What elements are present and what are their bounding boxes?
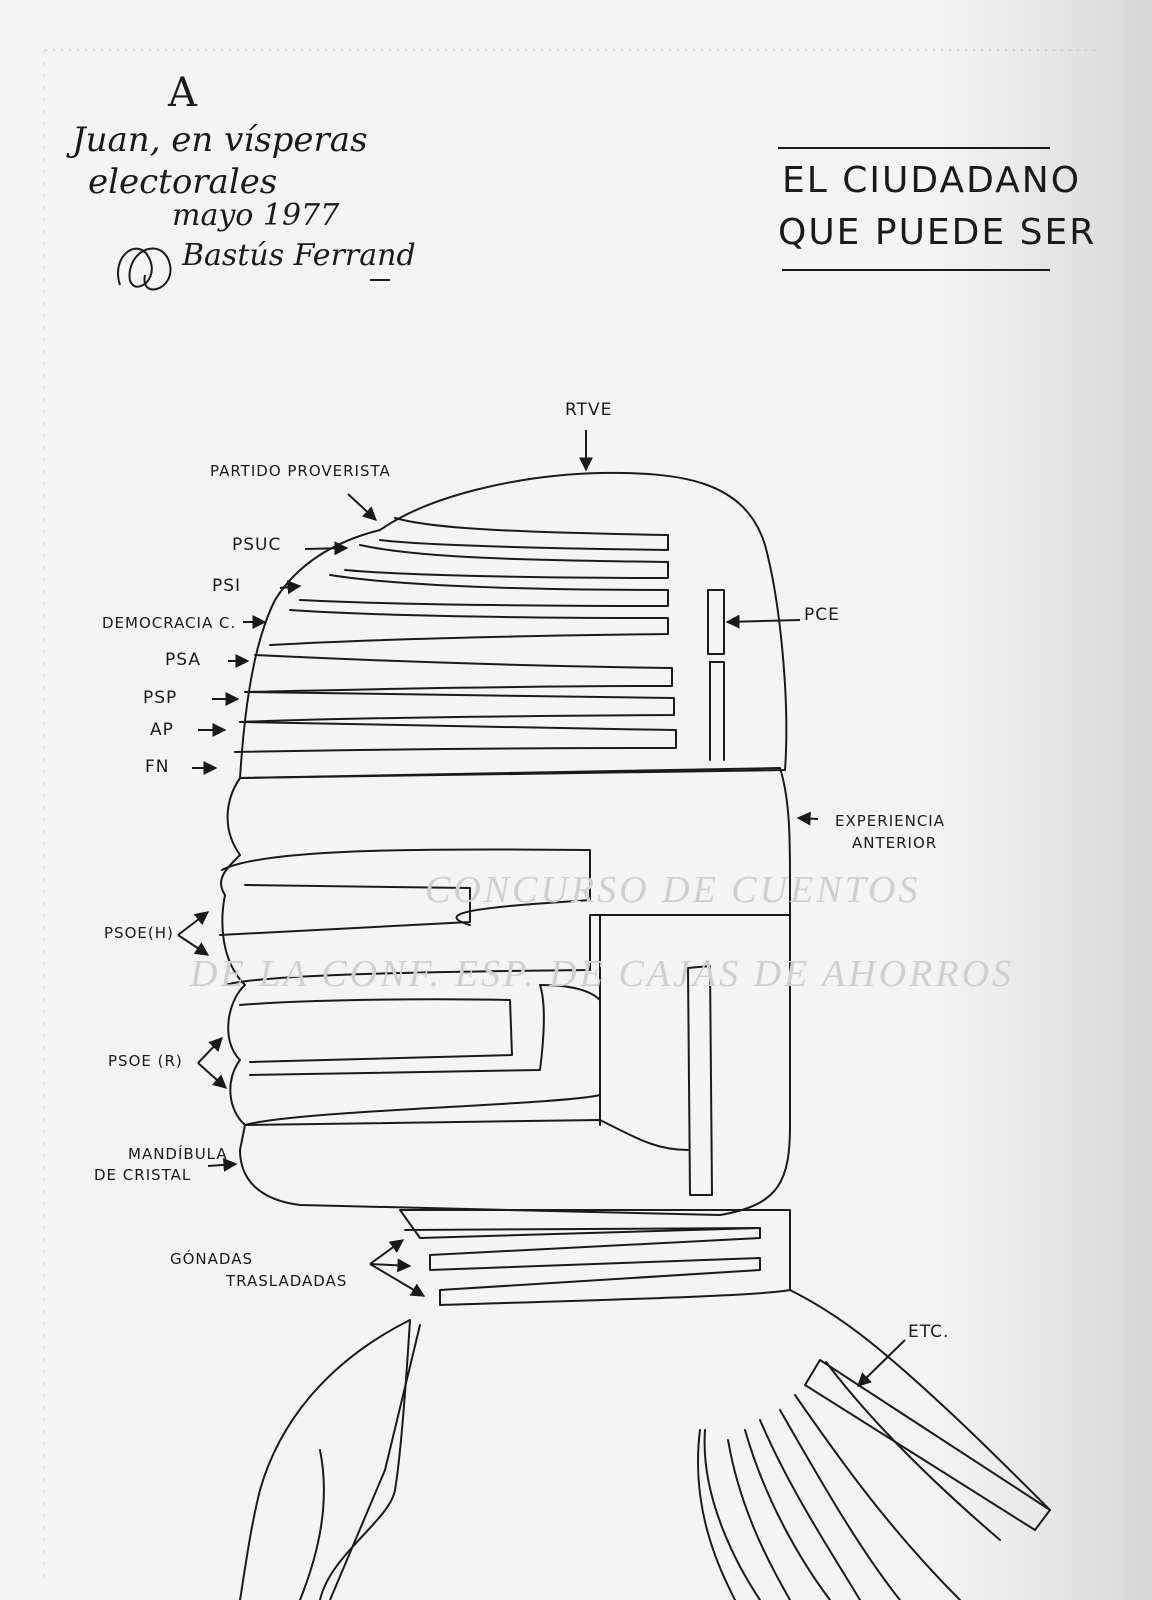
slat-7: [235, 722, 676, 752]
slat-6: [240, 692, 674, 722]
label-psa: PSA: [165, 650, 201, 670]
watermark-line1: CONCURSO DE CUENTOS: [425, 868, 920, 912]
fringe-7: [705, 1430, 760, 1600]
label-democracia-c: DEMOCRACIA C.: [102, 614, 236, 632]
arrow-gonadas-3: [370, 1264, 424, 1296]
dedication-line1: Juan, en vísperas: [72, 120, 368, 160]
helmet-outline: [240, 473, 786, 778]
tongue-r-2: [245, 985, 600, 1125]
arrow-experiencia: [798, 818, 818, 819]
label-psoe-r: PSOE (R): [108, 1052, 183, 1070]
label-pce: PCE: [804, 605, 840, 625]
label-mandibula-1: MANDÍBULA: [128, 1145, 228, 1163]
dedication-mark: A: [168, 70, 197, 116]
fringe-5: [745, 1430, 830, 1600]
arrow-gonadas-2: [370, 1264, 410, 1266]
left-arm-seam: [300, 1450, 324, 1600]
arrow-psoe-r-up: [198, 1038, 222, 1063]
slat-3: [300, 575, 668, 606]
label-ap: AP: [150, 720, 174, 740]
fringe-8: [698, 1430, 735, 1600]
arrow-psuc: [305, 548, 347, 549]
label-experiencia-2: ANTERIOR: [852, 834, 937, 852]
arrow-psoe-h-up: [178, 912, 208, 935]
pce-slot-lower: [710, 662, 724, 760]
left-shoulder: [240, 1320, 410, 1600]
title-line1: EL CIUDADANO: [782, 160, 1081, 201]
signature-scribble: [118, 249, 171, 290]
signature: Bastús Ferrand: [182, 238, 416, 273]
slat-1: [380, 518, 668, 550]
arrow-etc: [858, 1340, 905, 1386]
arrow-pce: [727, 620, 800, 622]
label-rtve: RTVE: [565, 400, 612, 420]
slat-5: [245, 655, 672, 692]
label-psi: PSI: [212, 576, 241, 596]
face-vertical-strip: [688, 966, 712, 1195]
arrow-partido: [348, 494, 376, 520]
label-partido-proverista: PARTIDO PROVERISTA: [210, 462, 391, 480]
slat-4: [270, 610, 668, 645]
arrow-gonadas-1: [370, 1240, 403, 1264]
label-gonadas-2: TRASLADADAS: [226, 1272, 347, 1290]
left-lapel-inner: [320, 1320, 410, 1600]
label-gonadas-1: GÓNADAS: [170, 1250, 253, 1268]
title-line2: QUE PUEDE SER: [778, 212, 1096, 253]
dedication-date: mayo 1977: [172, 198, 339, 233]
label-psp: PSP: [143, 688, 177, 708]
tongue-r-1: [240, 999, 512, 1062]
watermark-line2: DE LA CONF. ESP. DE CAJAS DE AHORROS: [190, 952, 1014, 996]
arrow-psi: [280, 586, 300, 588]
label-psoe-h: PSOE(H): [104, 924, 174, 942]
label-mandibula-2: DE CRISTAL: [94, 1166, 191, 1184]
arrow-psoe-r-down: [198, 1063, 226, 1088]
dedication-line2: electorales: [88, 162, 277, 202]
jaw-line: [245, 1120, 688, 1150]
label-fn: FN: [145, 757, 170, 777]
fringe-3: [780, 1410, 900, 1600]
pce-slot: [708, 590, 724, 654]
arrow-mandibula: [208, 1164, 236, 1166]
neck-bands: [400, 1210, 790, 1305]
label-etc: ETC.: [908, 1322, 949, 1342]
label-psuc: PSUC: [232, 535, 281, 555]
label-experiencia-1: EXPERIENCIA: [835, 812, 945, 830]
